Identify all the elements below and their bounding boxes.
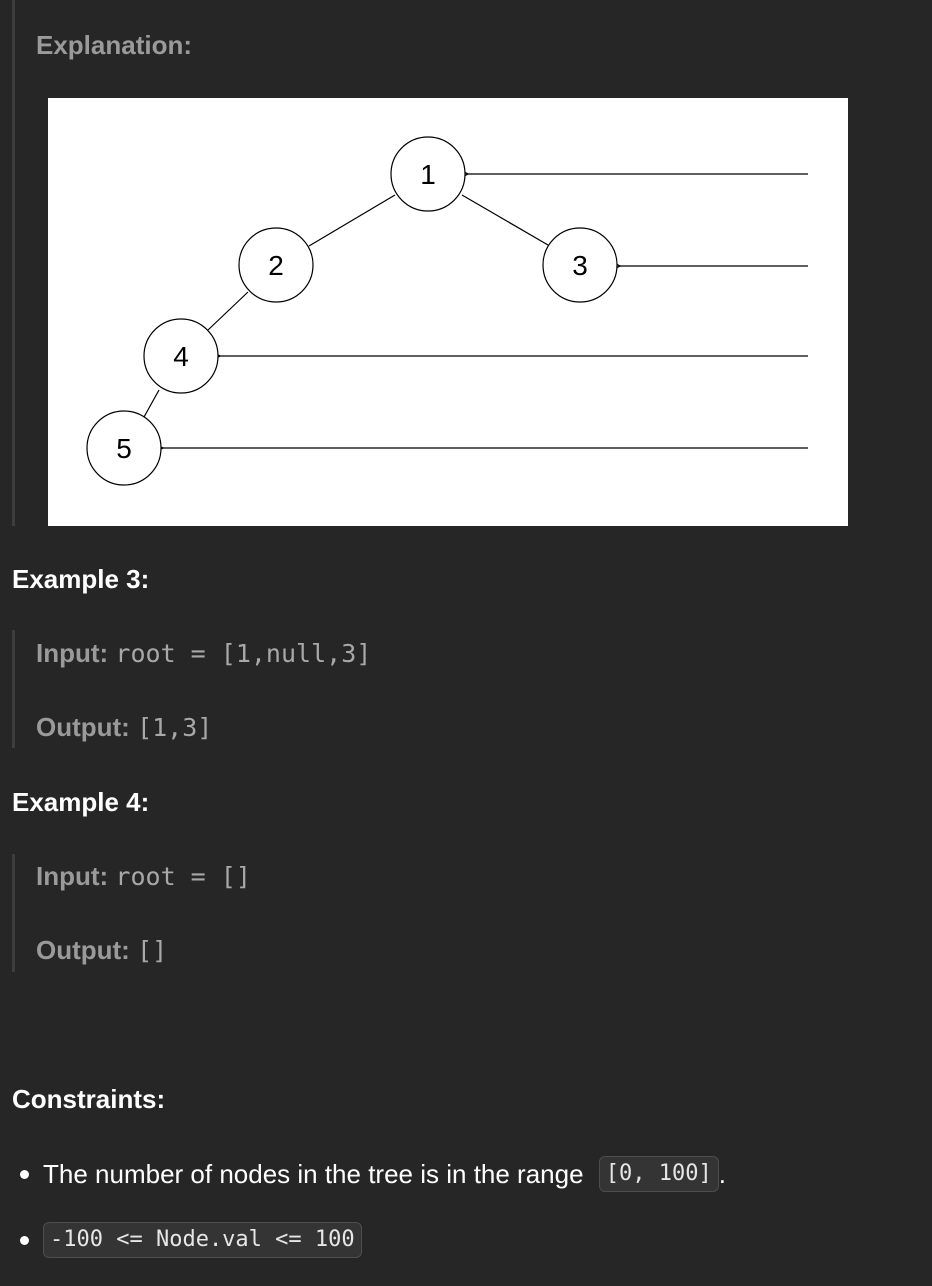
edge-2-4 — [207, 291, 249, 331]
svg-text:1: 1 — [420, 159, 436, 190]
svg-text:3: 3 — [572, 250, 588, 281]
edge-4-5 — [143, 389, 160, 418]
bullet-icon — [20, 1169, 29, 1179]
svg-text:2: 2 — [268, 250, 284, 281]
tree-node: 3 — [542, 227, 618, 303]
svg-text:4: 4 — [173, 341, 189, 372]
input-label: Input: — [36, 861, 109, 891]
constraints-title: Constraints: — [12, 1084, 166, 1114]
output-value: [] — [137, 936, 168, 965]
edge-1-3 — [461, 194, 549, 246]
input-label: Input: — [36, 638, 109, 668]
input-value: root = [] — [115, 862, 251, 891]
tree-node: 5 — [86, 410, 162, 486]
example-3-title: Example 3: — [12, 564, 150, 594]
example-4-title: Example 4: — [12, 787, 150, 817]
example-4-quote-bar — [12, 854, 15, 972]
example-3-input: Input: root = [1,null,3] — [36, 638, 371, 669]
constraint-code: -100 <= Node.val <= 100 — [43, 1222, 362, 1258]
explanation-label: Explanation: — [36, 30, 193, 60]
svg-text:5: 5 — [116, 433, 132, 464]
tree-diagram: 1 2 3 4 5 — [86, 136, 808, 486]
output-label: Output: — [36, 935, 130, 965]
example-3-quote-bar — [12, 630, 15, 748]
output-label: Output: — [36, 712, 130, 742]
edge-1-2 — [308, 194, 396, 247]
constraint-item: The number of nodes in the tree is in th… — [12, 1156, 726, 1192]
tree-diagram-image: 1 2 3 4 5 — [48, 98, 848, 526]
example-4-output: Output: [] — [36, 935, 167, 966]
example-3-output: Output: [1,3] — [36, 712, 212, 743]
tree-node: 2 — [238, 227, 314, 303]
explanation-quote-bar — [12, 0, 15, 526]
example-4-input: Input: root = [] — [36, 861, 251, 892]
constraint-code: [0, 100] — [598, 1156, 719, 1192]
output-value: [1,3] — [137, 713, 213, 742]
tree-node: 1 — [390, 136, 466, 212]
bullet-icon — [20, 1235, 29, 1245]
input-value: root = [1,null,3] — [115, 639, 372, 668]
constraint-suffix: . — [718, 1158, 726, 1189]
constraint-text: The number of nodes in the tree is in th… — [43, 1158, 591, 1189]
constraint-item: -100 <= Node.val <= 100 — [12, 1222, 362, 1258]
tree-node: 4 — [143, 318, 219, 394]
